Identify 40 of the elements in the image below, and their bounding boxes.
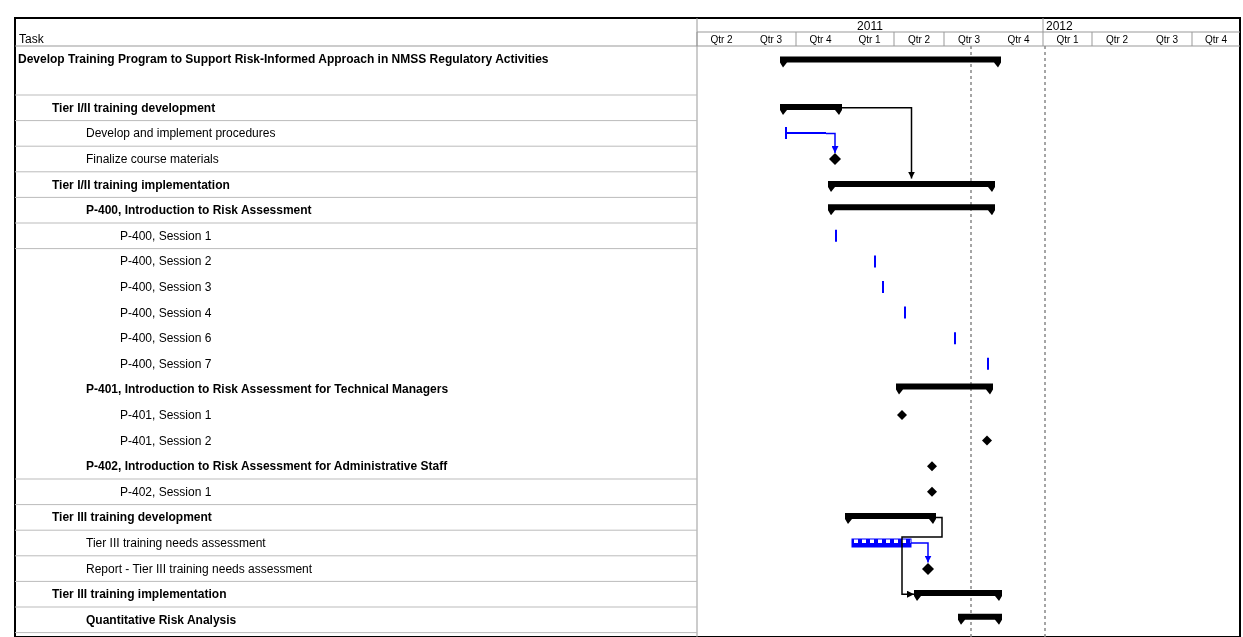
task-name: Finalize course materials [86,152,219,166]
task-name: P-400, Session 3 [120,280,212,294]
year-label: 2011 [856,19,884,33]
dependency-arrow [825,132,839,154]
task-name: P-400, Introduction to Risk Assessment [86,203,312,218]
quarter-label: Qtr 3 [1154,33,1180,47]
quarter-label: Qtr 3 [956,33,982,47]
quarter-label: Qtr 2 [1104,33,1130,47]
task-name: Tier I/II training development [52,100,216,115]
quarter-label: Qtr 4 [1006,33,1031,47]
task-name: Report - Tier III training needs assessment [86,561,313,576]
task-name: Tier III training needs assessment [86,536,266,550]
task-name: P-402, Introduction to Risk Assessment for Administrative Staff [86,459,448,474]
task-name: Tier III training implementation [52,587,227,602]
quarter-label: Qtr 1 [1055,33,1080,47]
quarter-label: Qtr 1 [857,33,882,47]
quarter-label: Qtr 2 [709,33,734,47]
task-name: P-400, Session 1 [120,228,212,243]
dependency-arrow [841,107,915,180]
task-name: P-401, Session 2 [120,433,212,448]
task-name: P-400, Session 4 [120,305,212,320]
dependency-arrow [910,542,932,564]
quarter-label: Qtr 4 [808,33,833,47]
task-name: Tier III training development [52,510,212,525]
task-name: Tier I/II training implementation [52,177,230,192]
task-name: P-401, Introduction to Risk Assessment for Technical Managers [86,382,449,397]
year-label: 2012 [1046,19,1073,33]
task-name: P-400, Session 2 [120,254,212,269]
quarter-label: Qtr 4 [1203,33,1229,47]
task-name: Develop and implement procedures [86,126,276,141]
quarter-label: Qtr 2 [906,33,932,47]
task-name: Develop Training Program to Support Risk-Informed Approach in NMSS Regulatory Activities [18,52,550,66]
dependency-arrow [901,516,943,598]
task-name: P-401, Session 1 [120,408,212,422]
column-header: Task [19,32,44,46]
task-name: P-402, Session 1 [120,484,212,499]
task-name: P-400, Session 7 [120,356,212,371]
quarter-label: Qtr 3 [758,33,784,47]
task-name: Quantitative Risk Analysis [86,612,237,627]
task-name: P-400, Session 6 [120,331,212,346]
